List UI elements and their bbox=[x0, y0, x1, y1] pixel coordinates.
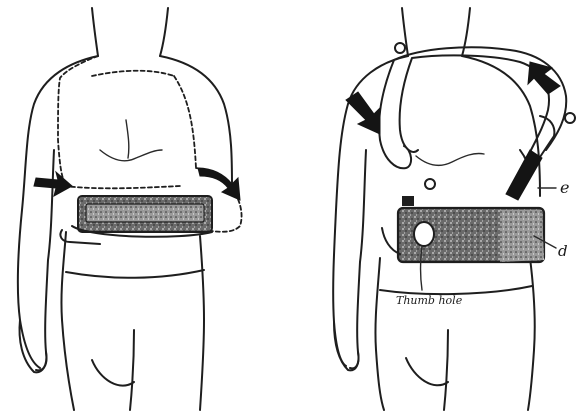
left-figure-neck bbox=[92, 8, 168, 56]
marker-circle-1 bbox=[395, 43, 405, 53]
right-figure-arrow-up-icon bbox=[528, 62, 560, 94]
left-sling-pad-inner bbox=[86, 204, 204, 222]
label-e: e bbox=[560, 178, 569, 197]
right-figure-chest bbox=[416, 153, 484, 165]
sling-pad-clip bbox=[402, 196, 414, 206]
right-figure-right-arm bbox=[350, 150, 366, 368]
label-d: d bbox=[558, 242, 568, 260]
marker-circle-2 bbox=[425, 179, 435, 189]
right-figure: e d Thumb hole bbox=[333, 8, 575, 410]
thumb-hole bbox=[414, 222, 434, 246]
left-figure-hand bbox=[20, 320, 47, 372]
label-thumb-hole: Thumb hole bbox=[396, 294, 463, 307]
right-figure-arrow-down-icon bbox=[346, 92, 380, 134]
left-figure-trunks bbox=[61, 232, 204, 410]
marker-circle-3 bbox=[565, 113, 575, 123]
right-sling-pad-light-end bbox=[500, 210, 544, 262]
left-figure bbox=[18, 8, 242, 410]
right-figure-trunks bbox=[375, 258, 534, 410]
thumb-hole-pointer bbox=[421, 246, 423, 290]
left-figure-chest bbox=[100, 120, 162, 161]
